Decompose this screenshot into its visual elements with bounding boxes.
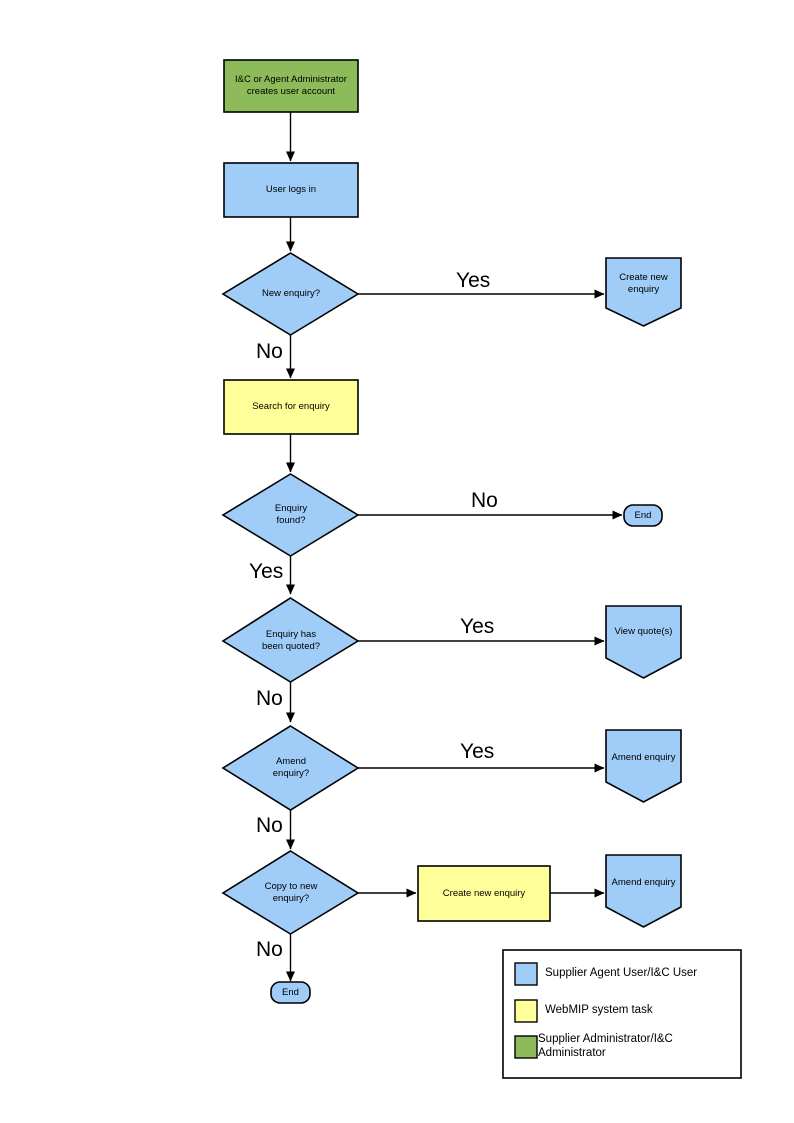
- legend-swatch-supplier-administrator: [514, 1035, 538, 1059]
- node-view-quotes: [605, 605, 682, 679]
- node-label-end-final: End: [282, 987, 299, 998]
- edge-label-amend-yes: Yes: [460, 740, 495, 763]
- node-create-user-account: [223, 59, 359, 113]
- node-user-logs-in: [223, 162, 359, 218]
- node-enquiry-quoted-decision: [221, 597, 360, 683]
- edge-label-quoted-no: No: [256, 687, 283, 710]
- node-amend-enquiry-action: [605, 729, 682, 803]
- node-label-end-not-found: End: [634, 510, 652, 521]
- node-create-new-enquiry-top: [605, 257, 682, 327]
- legend-label-webmip-system-task: WebMIP system task: [545, 1004, 653, 1016]
- edge-label-new-enquiry-yes: Yes: [456, 269, 491, 292]
- legend-swatch-supplier-agent-user: [514, 962, 538, 986]
- node-search-for-enquiry: [223, 379, 359, 435]
- edge-label-enquiry-found-yes: Yes: [249, 560, 284, 583]
- node-create-new-enquiry-bottom: [417, 865, 551, 922]
- node-end-not-found: [623, 504, 663, 527]
- edge-label-quoted-yes: Yes: [460, 615, 495, 638]
- node-amend-enquiry-decision: [221, 725, 360, 811]
- legend-box: [502, 949, 742, 1079]
- edge-label-copy-no: No: [256, 938, 283, 961]
- edge-label-amend-no: No: [256, 814, 283, 837]
- node-new-enquiry-decision: [221, 252, 360, 336]
- legend-label-supplier-agent-user: Supplier Agent User/I&C User: [545, 967, 698, 979]
- edge-label-enquiry-found-no: No: [471, 489, 498, 512]
- legend-swatch-webmip-system-task: [514, 999, 538, 1023]
- node-amend-enquiry-copy: [605, 854, 682, 928]
- legend-label-supplier-administrator: Supplier Administrator/I&C Administrator: [538, 1033, 673, 1059]
- node-end-final: [270, 981, 311, 1004]
- edge-label-new-enquiry-no: No: [256, 340, 283, 363]
- node-enquiry-found-decision: [221, 473, 360, 557]
- node-copy-to-new-enquiry-decision: [221, 850, 360, 935]
